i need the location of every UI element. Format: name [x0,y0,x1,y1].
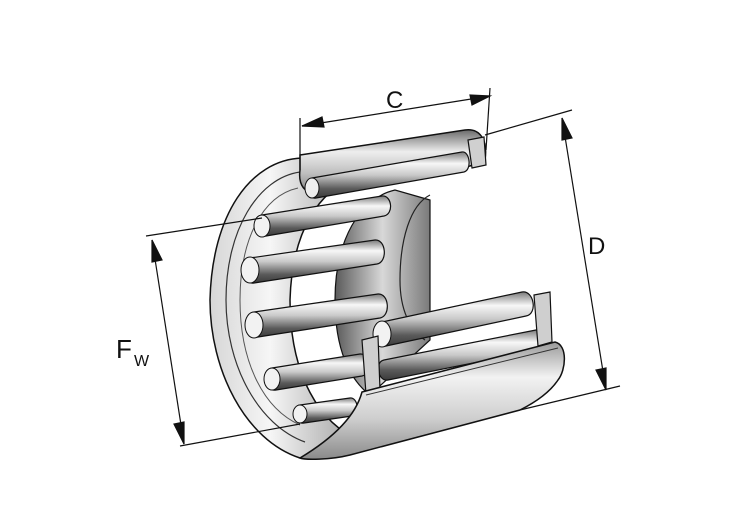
fw-extension-bottom [179,423,301,447]
c-extension-right [485,87,491,151]
roller-3 [244,293,388,339]
d-dimension-line [561,117,607,391]
roller-5 [292,397,358,424]
fw-extension-top [145,217,263,237]
outer-shell-bottom [298,341,566,460]
d-arrow-top [561,117,573,141]
c-arrow-right [469,94,493,106]
label-fw-subscript: W [134,353,150,370]
bearing-body [209,129,566,460]
c-arrow-left [301,116,325,128]
label-fw: F [116,334,132,364]
face-inner-rim-2 [239,187,301,426]
roller-front-1 [372,291,534,348]
label-c: C [386,87,403,114]
shell-bottom-edge [365,347,559,396]
label-d: D [588,233,605,260]
shell-top-flange [467,136,487,169]
roller-top [304,151,470,199]
d-arrow-bottom [595,367,607,391]
d-extension-top [484,109,573,136]
fw-arrow-top [151,239,163,263]
d-extension-bottom [519,385,621,411]
face-inner-rim [225,171,306,443]
cage-front-right [533,291,553,347]
dimension-lines [145,87,621,447]
roller-1 [253,195,392,238]
c-dimension-line [301,95,491,127]
fw-dimension-line [151,239,185,445]
fw-arrow-bottom [173,421,185,445]
roller-2 [240,239,385,284]
